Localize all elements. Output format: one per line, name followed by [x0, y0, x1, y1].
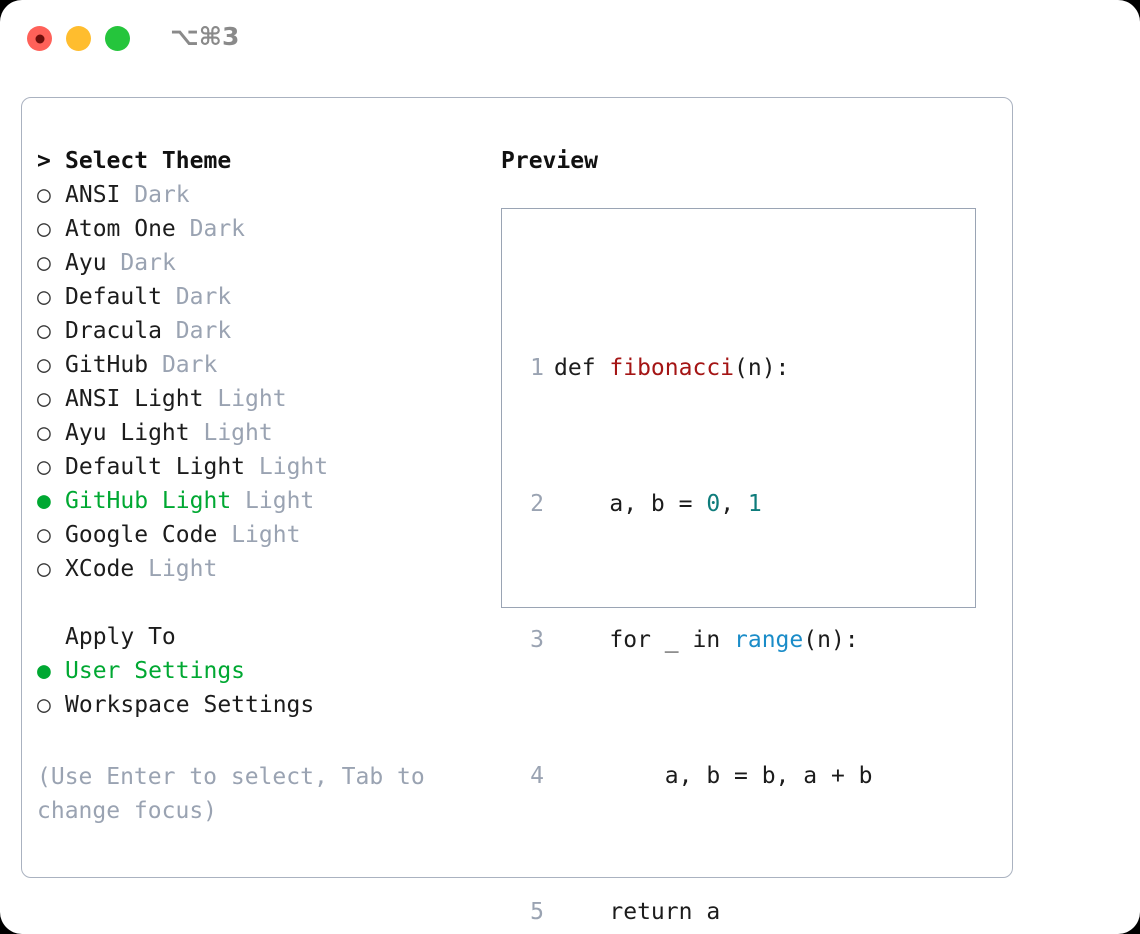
minimize-button[interactable]: [66, 26, 91, 51]
theme-name: ANSI: [65, 182, 121, 208]
theme-variant: Dark: [175, 318, 232, 344]
hint-spacer: [37, 726, 487, 760]
code-token: for _ in: [554, 627, 735, 653]
radio-icon[interactable]: ○: [37, 386, 51, 412]
theme-list-header: > Select Theme: [37, 148, 487, 182]
radio-icon[interactable]: ○: [37, 182, 51, 208]
theme-variant: Light: [217, 386, 287, 412]
apply-to-option-user-settings[interactable]: ● User Settings: [37, 658, 487, 692]
theme-name: Google Code: [65, 522, 218, 548]
code-line: 3 for _ in range(n):: [522, 623, 914, 657]
radio-icon[interactable]: ○: [37, 420, 51, 446]
preview-title: Preview: [501, 148, 598, 174]
radio-icon[interactable]: ○: [37, 692, 51, 718]
theme-list-title: Select Theme: [65, 148, 232, 174]
theme-variant: Dark: [175, 284, 232, 310]
theme-item-default-light[interactable]: ○ Default Light Light: [37, 454, 487, 488]
zoom-button[interactable]: [105, 26, 130, 51]
theme-variant: Dark: [134, 182, 190, 208]
theme-item-default-dark[interactable]: ○ Default Dark: [37, 284, 487, 318]
theme-item-ansi-dark[interactable]: ○ ANSI Dark: [37, 182, 487, 216]
code-token: (n):: [803, 627, 859, 653]
theme-variant: Light: [231, 522, 301, 548]
theme-name: Default: [65, 284, 162, 310]
line-number: 2: [530, 491, 544, 517]
radio-icon[interactable]: ○: [37, 250, 51, 276]
radio-selected-icon[interactable]: ●: [37, 658, 51, 684]
radio-icon[interactable]: ○: [37, 318, 51, 344]
code-line: 5 return a: [522, 895, 914, 929]
code-token-number: 1: [747, 491, 762, 517]
code-token-call: range: [734, 627, 804, 653]
code-line: 4 a, b = b, a + b: [522, 759, 914, 793]
theme-name: GitHub Light: [65, 488, 232, 514]
theme-name: Default Light: [65, 454, 246, 480]
theme-item-github-dark[interactable]: ○ GitHub Dark: [37, 352, 487, 386]
radio-icon[interactable]: ○: [37, 216, 51, 242]
radio-selected-icon[interactable]: ●: [37, 488, 51, 514]
list-spacer: [37, 590, 487, 624]
apply-to-option-workspace-settings[interactable]: ○ Workspace Settings: [37, 692, 487, 726]
title-bar: ⌥⌘3: [0, 0, 1140, 78]
apply-to-title: Apply To: [65, 624, 176, 650]
theme-variant: Dark: [189, 216, 246, 242]
theme-variant: Dark: [161, 352, 218, 378]
theme-name: Atom One: [65, 216, 176, 242]
code-line: 2 a, b = 0, 1: [522, 487, 914, 521]
code-token: def: [554, 355, 610, 381]
line-number: 3: [530, 627, 544, 653]
close-icon: [35, 34, 44, 43]
theme-item-xcode-light[interactable]: ○ XCode Light: [37, 556, 487, 590]
theme-item-google-code-light[interactable]: ○ Google Code Light: [37, 522, 487, 556]
theme-name: GitHub: [65, 352, 149, 378]
theme-item-github-light[interactable]: ● GitHub Light Light: [37, 488, 487, 522]
radio-icon[interactable]: ○: [37, 454, 51, 480]
code-token: a, b =: [554, 491, 707, 517]
theme-item-ansi-light[interactable]: ○ ANSI Light Light: [37, 386, 487, 420]
code-token-function: fibonacci: [609, 355, 735, 381]
code-token-number: 0: [706, 491, 721, 517]
code-token: return a: [554, 899, 721, 925]
keyboard-shortcut-label: ⌥⌘3: [170, 22, 240, 51]
code-line: 1 def fibonacci(n):: [522, 351, 914, 385]
radio-icon[interactable]: ○: [37, 556, 51, 582]
theme-variant: Light: [258, 454, 329, 480]
code-token: (n):: [734, 355, 790, 381]
line-number: 5: [530, 899, 544, 925]
code-token: ,: [720, 491, 748, 517]
theme-variant: Light: [245, 488, 315, 514]
theme-variant: Dark: [120, 250, 176, 276]
theme-item-ayu-dark[interactable]: ○ Ayu Dark: [37, 250, 487, 284]
theme-name: ANSI Light: [65, 386, 204, 412]
traffic-lights: [27, 26, 130, 51]
line-number: 1: [530, 355, 544, 381]
theme-selector-column: > Select Theme ○ ANSI Dark ○ Atom One Da…: [37, 148, 487, 828]
theme-variant: Light: [148, 556, 218, 582]
apply-to-label: Workspace Settings: [65, 692, 315, 718]
theme-name: Dracula: [65, 318, 162, 344]
theme-name: Ayu: [65, 250, 107, 276]
theme-item-ayu-light[interactable]: ○ Ayu Light Light: [37, 420, 487, 454]
theme-item-dracula-dark[interactable]: ○ Dracula Dark: [37, 318, 487, 352]
line-number: 4: [530, 763, 544, 789]
radio-icon[interactable]: ○: [37, 352, 51, 378]
close-button[interactable]: [27, 26, 52, 51]
main-panel: > Select Theme ○ ANSI Dark ○ Atom One Da…: [21, 97, 1013, 925]
radio-icon[interactable]: ○: [37, 522, 51, 548]
apply-to-label: User Settings: [65, 658, 246, 684]
theme-item-atom-one-dark[interactable]: ○ Atom One Dark: [37, 216, 487, 250]
keyboard-hint-text: (Use Enter to select, Tab to change focu…: [37, 764, 439, 824]
radio-icon[interactable]: ○: [37, 284, 51, 310]
prompt-caret-icon: >: [37, 148, 51, 174]
theme-name: Ayu Light: [65, 420, 190, 446]
theme-name: XCode: [65, 556, 135, 582]
code-token: a, b = b, a + b: [554, 763, 873, 789]
theme-variant: Light: [203, 420, 273, 446]
